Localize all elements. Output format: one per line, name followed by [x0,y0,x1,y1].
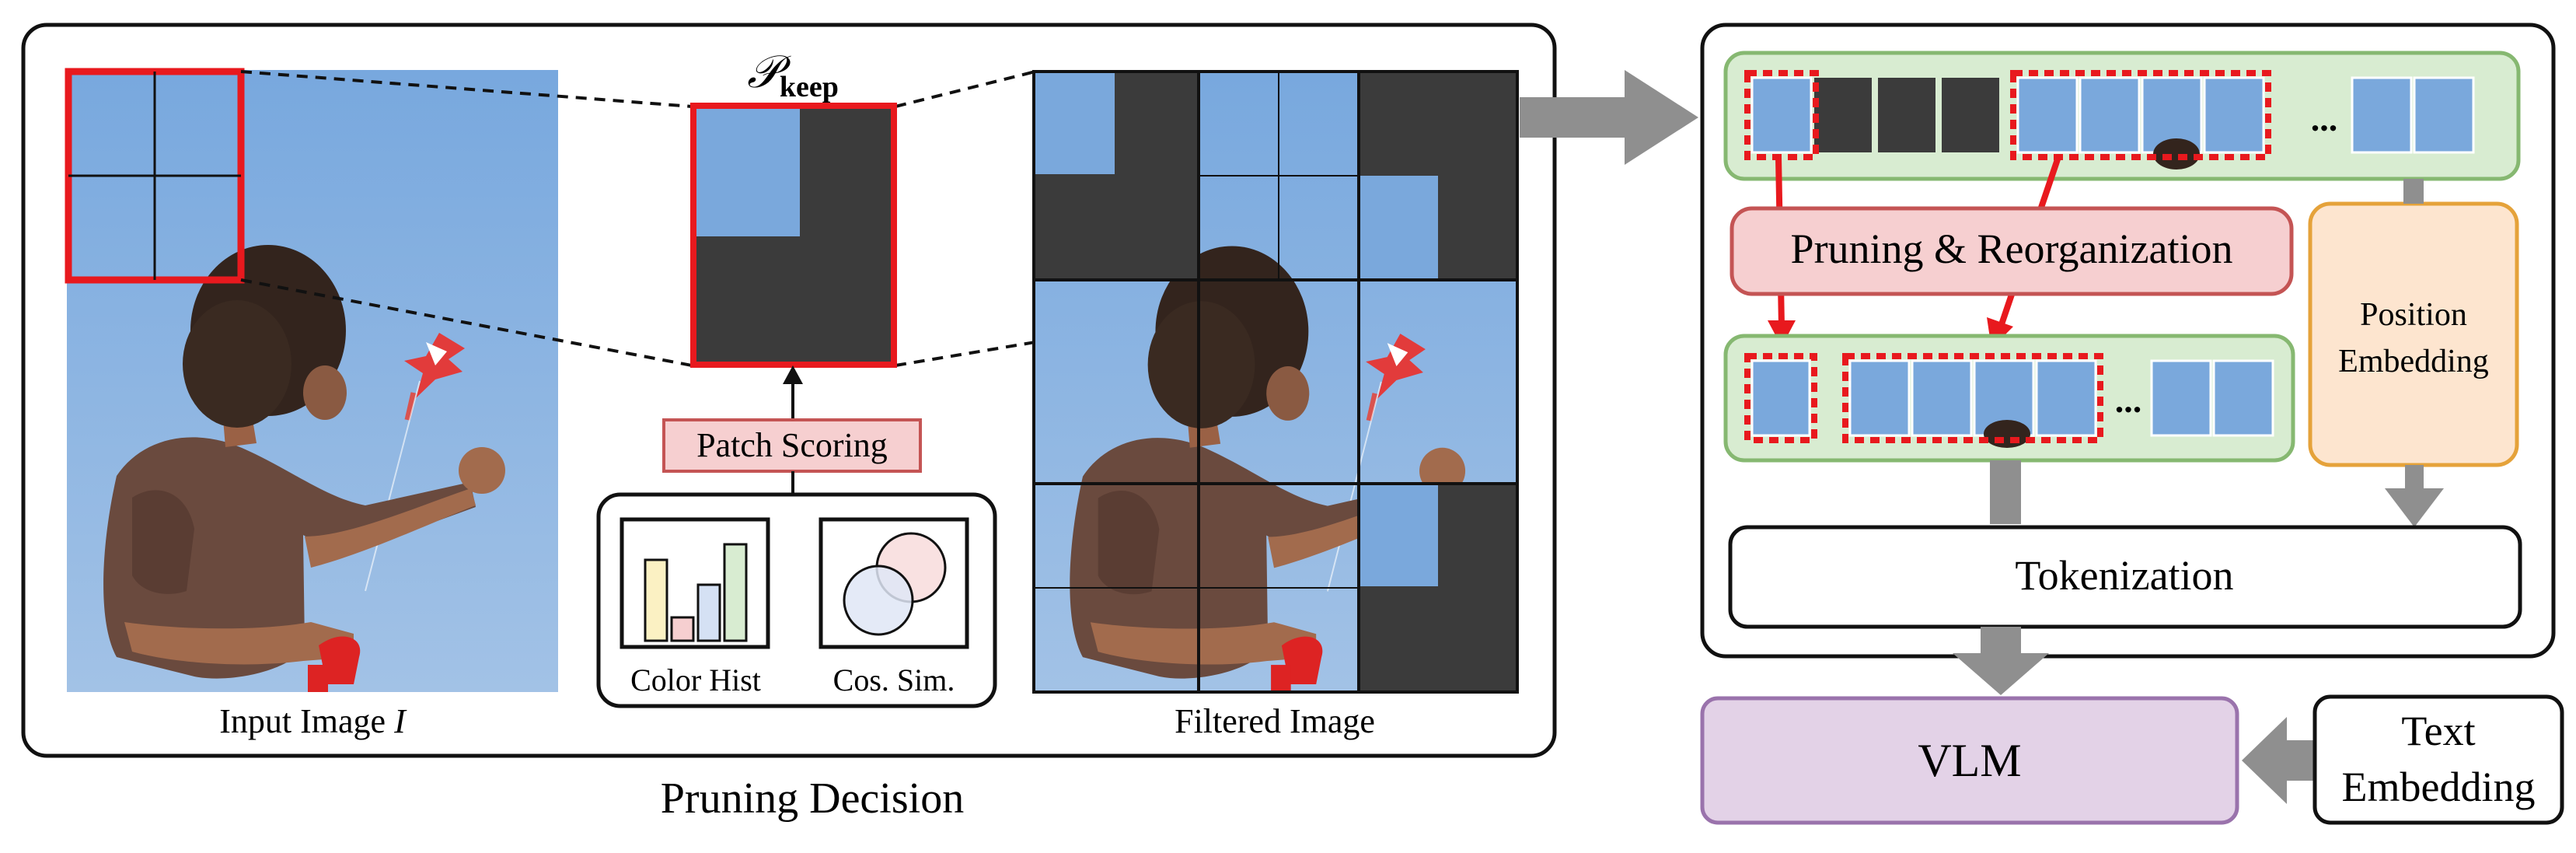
tokenization-to-vlm-arrow [1953,627,2049,695]
filtered-image [1032,70,1519,694]
cos-sim-icon [819,517,969,649]
text-embedding-box: Text Embedding [2312,694,2564,825]
input-image-caption: Input Image I [219,702,407,740]
pruning-reorganization-label: Pruning & Reorganization [1791,225,2233,272]
row-to-position-connector [2403,179,2424,204]
token-row-pruned-ellipsis: ... [2115,380,2142,420]
p-keep-patch [690,103,897,368]
tokenization-box: Tokenization [1728,525,2522,629]
tokenization-label: Tokenization [2015,552,2233,599]
color-hist-label: Color Hist [630,662,761,697]
pruning-decision-caption: Pruning Decision [661,774,964,823]
text-embedding-label-1: Text [2401,708,2475,754]
position-embedding-label-1: Position [2360,297,2467,333]
cos-sim-label: Cos. Sim. [833,662,955,697]
text-embedding-label-2: Embedding [2342,764,2536,810]
patch-scoring-label: Patch Scoring [696,426,888,464]
zoom-connector-lines [240,70,1036,367]
panel-transfer-arrow [1520,70,1698,165]
to-tokenization-arrows [1990,460,2444,527]
pruning-reorganization-box: Pruning & Reorganization [1730,206,2294,296]
text-to-vlm-arrow [2242,717,2315,804]
input-image [67,70,558,692]
color-hist-icon [620,517,770,649]
token-row-original: ... [1723,51,2521,181]
filtered-image-caption: Filtered Image [1175,702,1375,740]
position-embedding-box: Position Embedding [2308,201,2519,467]
input-patch-highlight [65,68,245,284]
patch-scoring-box: Patch Scoring [662,418,922,473]
scoring-to-patch-arrow [783,365,803,420]
position-embedding-label-2: Embedding [2338,344,2489,379]
token-row-pruned: ... [1723,334,2295,463]
vlm-label: VLM [1918,735,2021,786]
vlm-box: VLM [1700,696,2239,825]
token-row-ellipsis: ... [2311,99,2338,138]
